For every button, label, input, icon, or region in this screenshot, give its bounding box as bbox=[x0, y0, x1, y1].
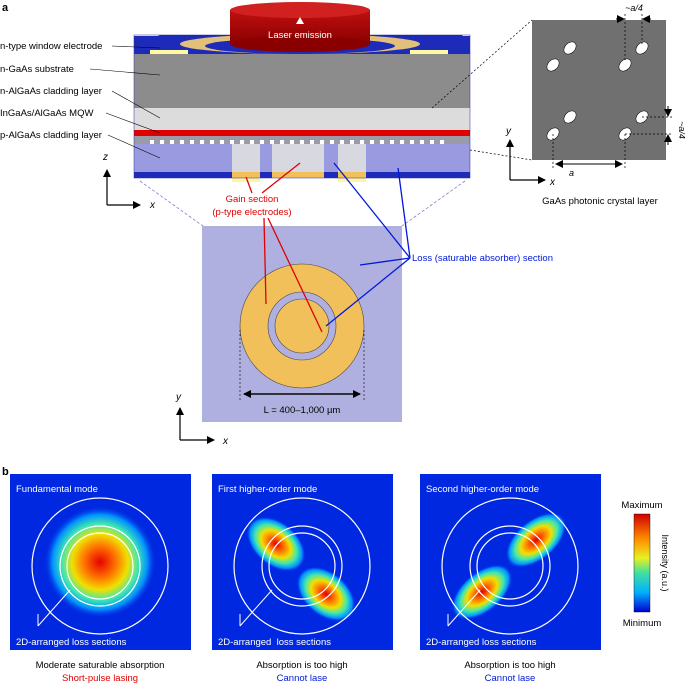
mode-map-first-higher-order bbox=[212, 474, 393, 650]
layer-label-n-cladding: n-AlGaAs cladding layer bbox=[0, 86, 102, 97]
laser-emission-label: Laser emission bbox=[268, 30, 332, 41]
xz-axes bbox=[103, 169, 141, 209]
top-view bbox=[202, 226, 402, 422]
mode-3-result: Cannot lase bbox=[485, 673, 536, 684]
pc-a-label: a bbox=[569, 168, 574, 178]
colorbar-min-label: Minimum bbox=[623, 618, 662, 629]
panel-a-letter: a bbox=[2, 2, 9, 14]
panel-b-letter: b bbox=[2, 466, 9, 478]
axis-y-label-a2: y bbox=[175, 392, 182, 403]
layer-label-window-electrode: n-type window electrode bbox=[0, 41, 102, 52]
axis-y-label-inset: y bbox=[505, 126, 512, 137]
colorbar-max-label: Maximum bbox=[621, 500, 662, 511]
loss-callout-lines bbox=[325, 162, 411, 327]
colorbar-axis-label: Intensity (a.u.) bbox=[660, 534, 670, 591]
pc-projection-lines bbox=[431, 19, 533, 161]
layer-label-p-cladding: p-AlGaAs cladding layer bbox=[0, 130, 102, 141]
mode-1-loss-label: 2D-arranged loss sections bbox=[16, 637, 127, 648]
mode-2-outcome: Absorption is too high bbox=[256, 660, 347, 671]
axis-z-label: z bbox=[102, 152, 108, 163]
pc-a-quarter-top: ~a/4 bbox=[625, 3, 643, 13]
loss-section-label: Loss (saturable absorber) section bbox=[412, 253, 553, 264]
xy-axes-inset bbox=[506, 139, 546, 184]
gain-callout-lines bbox=[245, 162, 323, 333]
axis-x-label-a2: x bbox=[222, 436, 229, 447]
dimension-l-label: L = 400–1,000 µm bbox=[264, 405, 341, 416]
device-cross-section bbox=[133, 34, 471, 182]
mode-1-outcome: Moderate saturable absorption bbox=[36, 660, 165, 671]
mode-3-outcome: Absorption is too high bbox=[464, 660, 555, 671]
mode-2-result: Cannot lase bbox=[277, 673, 328, 684]
pc-a-quarter-side: ~a/4 bbox=[677, 121, 685, 139]
mode-2-loss-label: 2D-arranged loss sections bbox=[218, 637, 331, 648]
mode-map-second-higher-order bbox=[420, 474, 601, 650]
projection-lines bbox=[139, 180, 466, 227]
mode-1-result: Short-pulse lasing bbox=[62, 673, 138, 684]
layer-label-substrate: n-GaAs substrate bbox=[0, 64, 74, 75]
photonic-crystal-inset bbox=[532, 14, 672, 170]
mode-2-title: First higher-order mode bbox=[218, 484, 317, 495]
mode-3-loss-label: 2D-arranged loss sections bbox=[426, 637, 537, 648]
layer-leader-lines bbox=[89, 45, 161, 159]
laser-emission-beam bbox=[230, 2, 370, 52]
intensity-colorbar bbox=[633, 513, 651, 613]
pc-caption: GaAs photonic crystal layer bbox=[542, 196, 658, 207]
mode-1-title: Fundamental mode bbox=[16, 484, 98, 495]
axis-x-label-a1: x bbox=[149, 200, 156, 211]
gain-section-label: Gain section bbox=[226, 194, 279, 205]
mode-map-fundamental bbox=[10, 474, 191, 650]
gain-section-sublabel: (p-type electrodes) bbox=[212, 207, 291, 218]
layer-labels: n-type window electrode n-GaAs substrate… bbox=[0, 41, 102, 141]
mode-3-title: Second higher-order mode bbox=[426, 484, 539, 495]
emission-arrow-icon bbox=[296, 17, 304, 24]
layer-label-mqw: InGaAs/AlGaAs MQW bbox=[0, 108, 93, 119]
xy-axes-top-view bbox=[176, 407, 215, 444]
axis-x-label-inset: x bbox=[549, 177, 556, 188]
